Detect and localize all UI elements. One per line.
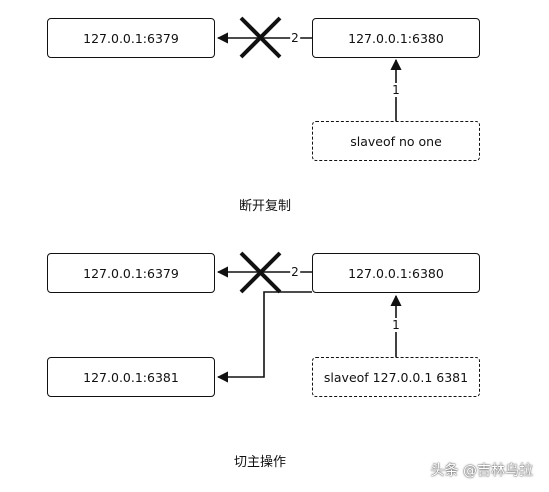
node-old-master-bottom: 127.0.0.1:6379: [47, 253, 215, 293]
node-new-master-bottom: 127.0.0.1:6381: [47, 357, 215, 397]
node-label: 127.0.0.1:6380: [348, 265, 444, 281]
edge-label-step1-top: 1: [391, 83, 401, 97]
node-command-top: slaveof no one: [312, 121, 480, 161]
cross-icon-bottom: [239, 251, 282, 294]
watermark: 头条 @吉林乌拉: [430, 463, 533, 479]
node-label: 127.0.0.1:6379: [83, 265, 179, 281]
cross-icon-top: [239, 16, 282, 59]
node-label: slaveof 127.0.0.1 6381: [323, 369, 469, 385]
node-label: slaveof no one: [350, 133, 442, 149]
node-label: 127.0.0.1:6381: [83, 369, 179, 385]
node-label: 127.0.0.1:6379: [83, 30, 179, 46]
edge-label-step2-top: 2: [290, 31, 300, 45]
node-slave-bottom: 127.0.0.1:6380: [312, 253, 480, 293]
caption-top: 断开复制: [238, 199, 292, 214]
edge-slave-to-new-master: [216, 291, 312, 383]
node-command-bottom: slaveof 127.0.0.1 6381: [312, 357, 480, 397]
edge-label-step1-bottom: 1: [391, 318, 401, 332]
edge-label-step2-bottom: 2: [290, 265, 300, 279]
node-master-top: 127.0.0.1:6379: [47, 18, 215, 58]
node-slave-top: 127.0.0.1:6380: [312, 18, 480, 58]
caption-bottom: 切主操作: [233, 455, 287, 470]
node-label: 127.0.0.1:6380: [348, 30, 444, 46]
